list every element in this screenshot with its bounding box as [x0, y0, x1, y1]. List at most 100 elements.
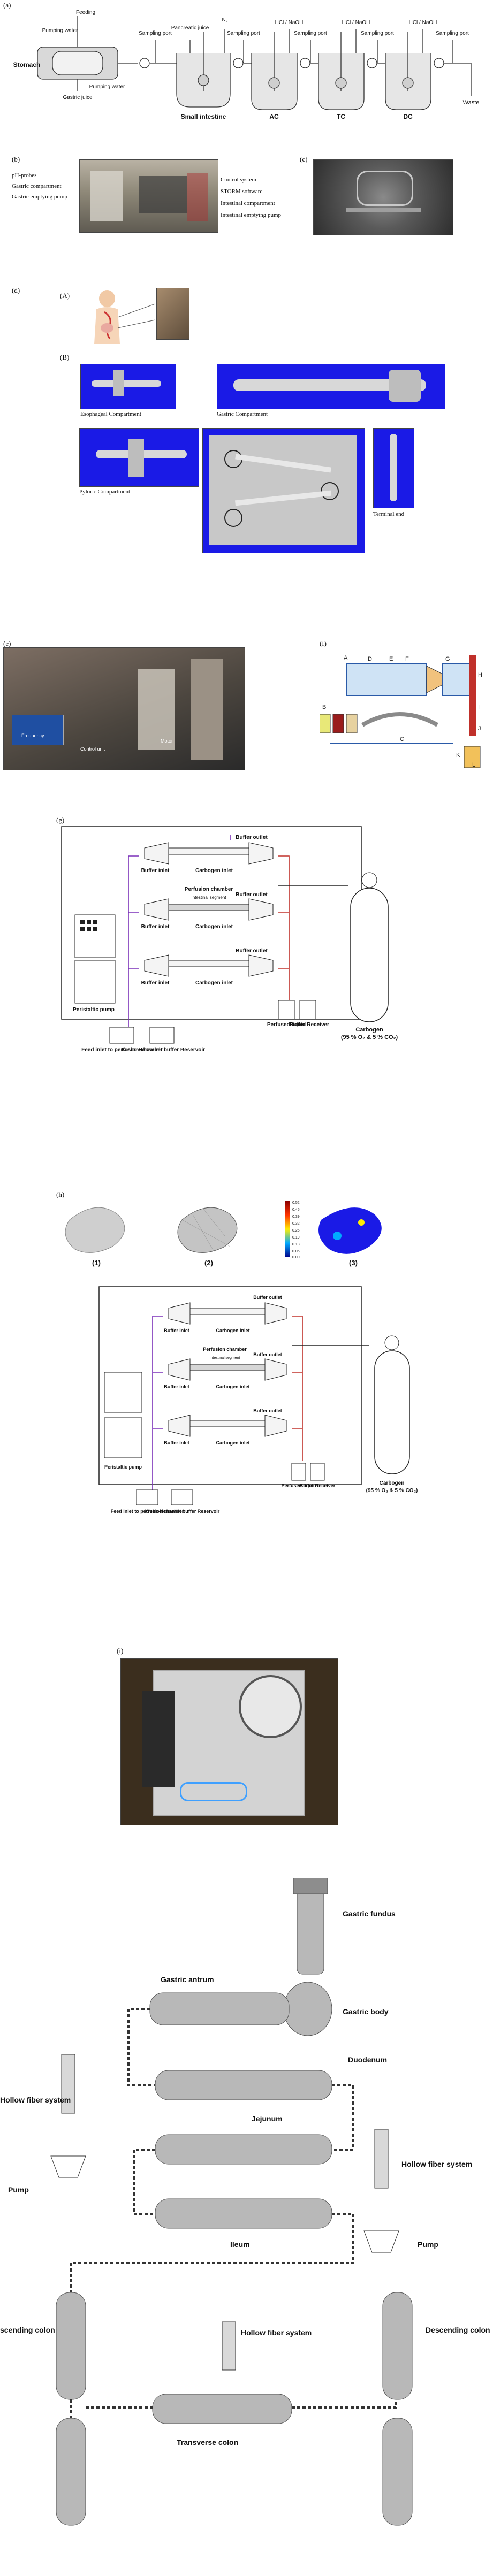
panel-label-e: (e) [3, 639, 11, 647]
label-pumping-water-2: Pumping water [89, 84, 125, 90]
j-jejunum: Jejunum [252, 2114, 283, 2123]
h-perfused-liquid: Perfused liquid [281, 1483, 316, 1488]
j-duodenum: Duodenum [348, 2055, 387, 2064]
gastric-compartment-photo [217, 364, 445, 409]
f-letter-a: A [344, 655, 348, 661]
panel-d-device-photo [156, 288, 189, 340]
f-letter-g: G [445, 656, 450, 662]
j-hollow-fiber-bottom: Hollow fiber system [241, 2328, 312, 2337]
label-terminal-end: Terminal end [373, 511, 405, 517]
b-label-intestinal-compartment: Intestinal compartment [221, 200, 275, 207]
label-n2: N₂ [222, 17, 227, 23]
h-carbogen-mix: (95 % O₂ & 5 % CO₂) [366, 1488, 418, 1494]
terminal-end-photo [373, 428, 414, 508]
e-label-frequency: Frequency [21, 733, 44, 738]
panel-f-schematic: A B C D E F G H I J K L [320, 655, 482, 768]
panel-d-anatomy-illustration [94, 290, 155, 344]
h-carbogen-inlet-3: Carbogen inlet [216, 1440, 249, 1446]
label-dc: DC [403, 113, 413, 120]
label-feeding: Feeding [76, 10, 95, 16]
h-buffer-outlet-1: Buffer outlet [253, 1295, 282, 1300]
j-descending-colon: Descending colon [426, 2326, 490, 2334]
g-buffer-outlet-3: Buffer outlet [236, 948, 268, 954]
label-stomach: Stomach [13, 61, 41, 68]
panel-label-d-b: (B) [60, 353, 70, 361]
g-buffer-outlet-2: Buffer outlet [236, 892, 268, 898]
f-letter-e: E [389, 656, 393, 662]
h-scale-tick-4: 0.26 [292, 1229, 300, 1233]
g-perfused-liquid: Perfused liquid [267, 1022, 306, 1028]
h-scale-tick-3: 0.32 [292, 1222, 300, 1226]
panel-label-d: (d) [12, 286, 20, 294]
g-carbogen-inlet-3: Carbogen inlet [195, 980, 233, 986]
multi-compartment-photo [202, 428, 365, 553]
label-sampling-port-5: Sampling port [436, 30, 469, 36]
panel-gi-model-diagram: Gastric fundus Gastric antrum Gastric bo… [0, 1878, 490, 2526]
j-ascending-colon: scending colon [0, 2326, 55, 2334]
b-label-intestinal-emptying-pump: Intestinal emptying pump [221, 212, 282, 218]
label-sampling-port-2: Sampling port [227, 30, 260, 36]
f-letter-i: I [478, 704, 480, 710]
panel-label-d-a: (A) [60, 292, 70, 300]
g-buffer-inlet-3: Buffer inlet [141, 980, 170, 986]
j-ileum: Ileum [230, 2240, 250, 2249]
b-label-ph-probes: pH-probes [12, 172, 37, 179]
panel-label-g: (g) [56, 816, 65, 824]
g-buffer-inlet-2: Buffer inlet [141, 924, 170, 930]
panel-c-photo [313, 159, 453, 235]
h-buffer-outlet-2: Buffer outlet [253, 1352, 282, 1357]
h-buffer-outlet-3: Buffer outlet [253, 1408, 282, 1413]
label-sampling-port-1: Sampling port [139, 30, 172, 36]
g-carbogen-mix: (95 % O₂ & 5 % CO₂) [341, 1034, 398, 1041]
j-gastric-body: Gastric body [343, 2007, 389, 2016]
h-buffer-inlet-3: Buffer inlet [164, 1440, 189, 1446]
h-peristaltic-pump: Peristaltic pump [104, 1464, 142, 1470]
label-esophageal-compartment: Esophageal Compartment [80, 411, 141, 417]
label-hcl-naoh-1: HCl / NaOH [275, 20, 304, 26]
g-carbogen-inlet-1: Carbogen inlet [195, 868, 233, 874]
b-label-gastric-emptying-pump: Gastric emptying pump [12, 194, 67, 200]
panel-label-b: (b) [12, 155, 20, 163]
f-letter-b: B [322, 704, 326, 710]
h-krebs-reservoir: Krebs-Henseleit buffer Reservoir [145, 1509, 220, 1514]
panel-b-photo [79, 159, 218, 233]
h-carbogen-inlet-1: Carbogen inlet [216, 1328, 249, 1333]
h-scale-tick-5: 0.19 [292, 1236, 300, 1240]
j-pump-left: Pump [8, 2185, 29, 2194]
g-buffer-receiver: Buffer Receiver [290, 1022, 329, 1028]
panel-label-a: (a) [3, 1, 11, 9]
j-gastric-antrum: Gastric antrum [161, 1975, 214, 1984]
h-scale-tick-0: 0.52 [292, 1201, 300, 1205]
g-krebs-reservoir: Krebs-Henseleit buffer Reservoir [122, 1047, 205, 1053]
panel-h-perfusion-diagram: Buffer outlet Buffer inlet Carbogen inle… [98, 1286, 418, 1514]
label-pancreatic-juice: Pancreatic juice [171, 25, 209, 31]
e-label-control-unit: Control unit [80, 746, 105, 752]
label-hcl-naoh-3: HCl / NaOH [409, 20, 437, 26]
b-label-storm-software: STORM software [221, 188, 263, 195]
g-buffer-inlet-1: Buffer inlet [141, 868, 170, 874]
h-sub-2: (2) [204, 1259, 213, 1267]
g-carbogen: Carbogen [355, 1027, 383, 1033]
label-small-intestine: Small intestine [181, 113, 226, 120]
label-pyloric-compartment: Pyloric Compartment [79, 488, 131, 495]
f-letter-c: C [400, 736, 404, 743]
h-scale-tick-7: 0.06 [292, 1250, 300, 1253]
panel-i-photo [120, 1658, 338, 1825]
panel-label-h: (h) [56, 1190, 65, 1198]
panel-label-f: (f) [320, 639, 327, 647]
h-scale-tick-6: 0.13 [292, 1243, 300, 1247]
label-sampling-port-3: Sampling port [294, 30, 327, 36]
panel-e-photo [3, 647, 245, 770]
j-pump-right: Pump [418, 2240, 438, 2249]
g-buffer-outlet-1: Buffer outlet [236, 835, 268, 840]
j-hollow-fiber-right: Hollow fiber system [401, 2160, 472, 2168]
h-scale-tick-1: 0.45 [292, 1208, 300, 1212]
label-hcl-naoh-2: HCl / NaOH [342, 20, 370, 26]
g-intestinal-segment: Intestinal segment [192, 895, 227, 900]
label-gastric-juice: Gastric juice [63, 95, 92, 101]
h-sub-1: (1) [92, 1259, 101, 1267]
f-letter-d: D [368, 656, 372, 662]
label-ac: AC [269, 113, 279, 120]
label-pumping-water: Pumping water [42, 28, 78, 34]
g-peristaltic-pump: Peristaltic pump [73, 1007, 115, 1013]
